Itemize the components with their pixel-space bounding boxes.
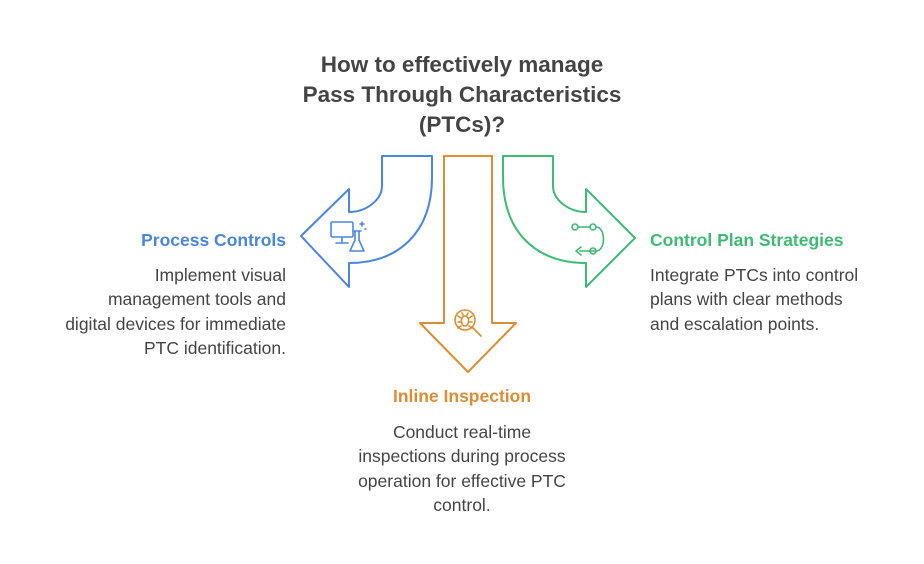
process-controls-arrow (300, 155, 433, 288)
control-plan-description: Integrate PTCs into control plans with c… (650, 263, 910, 336)
description-line: inspections during process (358, 446, 566, 467)
description-line: and escalation points. (650, 313, 820, 334)
title-line-3: (PTCs)? (418, 112, 506, 137)
process-controls-description: Implement visual management tools and di… (20, 263, 286, 361)
inline-inspection-heading: Inline Inspection (392, 386, 532, 406)
description-line: plans with clear methods (650, 289, 843, 310)
description-line: Conduct real-time (392, 422, 532, 442)
title-line-1: How to effectively manage (320, 52, 604, 77)
control-plan-arrow (502, 155, 636, 288)
description-line: Implement visual (154, 265, 286, 285)
monitor-flask-icon (330, 221, 367, 252)
workflow-icon (571, 223, 605, 256)
process-controls-heading: Process Controls (141, 230, 286, 250)
control-plan-heading: Control Plan Strategies (650, 230, 844, 250)
inline-inspection-description: Conduct real-time inspections during pro… (312, 420, 612, 518)
description-line: operation for effective PTC (358, 470, 566, 491)
bug-search-icon (454, 309, 482, 337)
title-line-2: Pass Through Characteristics (302, 82, 622, 107)
inline-inspection-arrow (419, 155, 517, 373)
description-line: management tools and (107, 289, 286, 310)
diagram-title: How to effectively manage Pass Through C… (262, 50, 662, 140)
description-line: PTC identification. (143, 338, 286, 359)
description-line: control. (433, 495, 491, 516)
description-line: digital devices for immediate (65, 313, 286, 334)
description-line: Integrate PTCs into control (650, 265, 859, 285)
